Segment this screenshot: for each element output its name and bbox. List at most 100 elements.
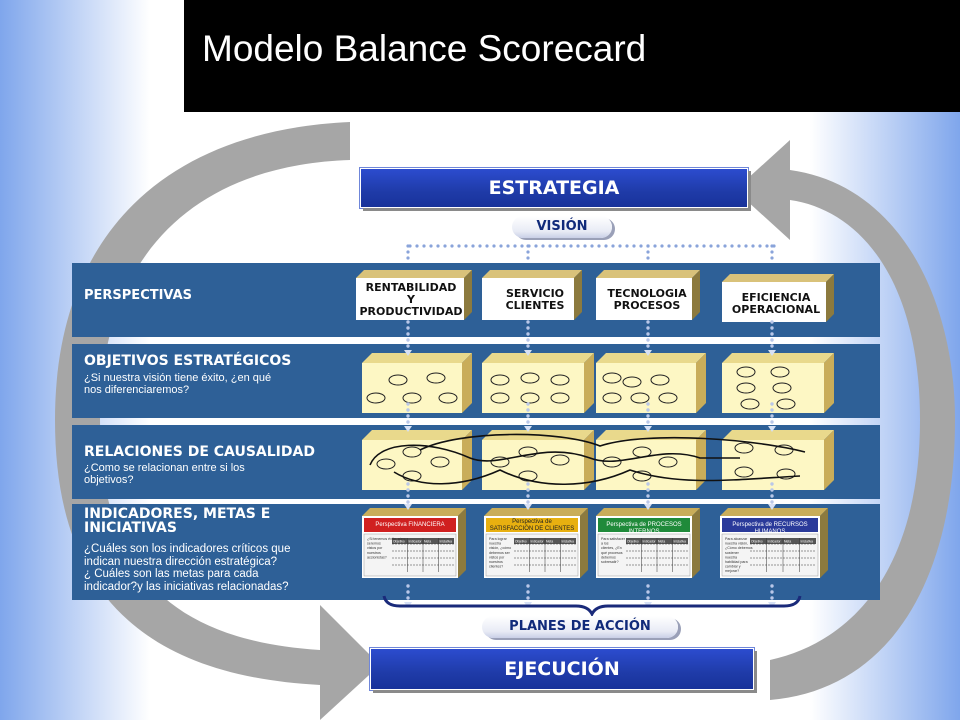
vision-dot [646, 244, 650, 248]
flow-dot [770, 332, 774, 336]
vision-dot [499, 244, 503, 248]
vision-dot [555, 244, 559, 248]
vision-dot [569, 244, 573, 248]
scorecard-col-label: Meta [784, 540, 791, 544]
objective-oval [736, 382, 756, 394]
flow-arrow [404, 482, 412, 510]
relation-box [596, 430, 706, 490]
scorecard-title-line: Perspectiva de RECURSOS HUMANOS [732, 522, 808, 535]
box-side [696, 430, 706, 490]
objective-oval [630, 392, 650, 404]
box-top [722, 353, 834, 363]
vision-dot [646, 256, 650, 260]
flow-dot [646, 402, 650, 406]
scorecard-title-line: Perspectiva de PROCESOS INTERNOS [606, 522, 682, 535]
vision-pill: VISIÓN [512, 216, 612, 238]
vision-dot [639, 244, 643, 248]
scorecard-body-text: ¿Cómo debemos [725, 546, 753, 550]
flow-dot [770, 344, 774, 348]
vision-dot [695, 244, 699, 248]
flow-arrowhead [644, 504, 652, 510]
flow-dot [646, 420, 650, 424]
vision-dot [548, 244, 552, 248]
flow-arrow [644, 482, 652, 510]
flow-dot [646, 414, 650, 418]
flow-dot [406, 338, 410, 342]
flow-dot [770, 338, 774, 342]
indicadores-question-line: ¿ Cuáles son las metas para cada [84, 568, 259, 580]
perspective-line: EFICIENCIA [741, 291, 811, 304]
scorecard-col-label: Meta [658, 540, 665, 544]
perspective-tecnologia: TECNOLOGIA PROCESOS [592, 288, 702, 312]
title-bar: Modelo Balance Scorecard [184, 0, 960, 112]
vision-dot [478, 244, 482, 248]
vision-dot [744, 244, 748, 248]
flow-arrowhead [404, 350, 412, 356]
box-top [596, 270, 700, 278]
box-top [596, 508, 700, 516]
flow-dot [526, 584, 530, 588]
flow-dot [406, 596, 410, 600]
objective-oval [366, 392, 386, 404]
box-face [722, 440, 824, 490]
vision-dot [492, 244, 496, 248]
vision-dot [709, 244, 713, 248]
scorecard-col-label: Iniciativa [674, 540, 687, 544]
causal-link [369, 444, 740, 466]
scorecard-body-text: debemos [601, 555, 616, 559]
indicadores-title-line: INDICADORES, METAS E [84, 506, 271, 522]
flow-dot [646, 494, 650, 498]
flow-arrow [644, 320, 652, 356]
box-face [596, 363, 696, 413]
objective-oval [658, 392, 678, 404]
ejecucion-banner: EJECUCIÓN [370, 648, 754, 690]
scorecard-body-text: nuestra [725, 555, 737, 559]
flow-arrow [404, 584, 412, 608]
objective-oval [402, 392, 422, 404]
vision-dot [464, 244, 468, 248]
objective-box [482, 353, 594, 413]
relation-oval [602, 456, 622, 468]
scorecard-col-label: Meta [546, 540, 553, 544]
flow-arrow [644, 402, 652, 432]
scorecard-col-label: Iniciativa [440, 540, 453, 544]
box-side [692, 508, 700, 578]
vision-dot [737, 244, 741, 248]
flow-dot [526, 338, 530, 342]
flow-dot [646, 596, 650, 600]
scorecard-title-procesos: Perspectiva de PROCESOS INTERNOS [596, 522, 692, 536]
scorecard-body-text: mejorar? [725, 569, 739, 573]
vision-dot [770, 250, 774, 254]
relaciones-title: RELACIONES DE CAUSALIDAD [84, 444, 315, 460]
flow-dot [406, 500, 410, 504]
vision-dot [436, 244, 440, 248]
indicadores-question-line: indicador?y las iniciativas relacionadas… [84, 580, 289, 593]
flow-dot [526, 320, 530, 324]
vision-dot [471, 244, 475, 248]
scorecard-body-text: accionistas? [367, 555, 387, 559]
box-face [356, 278, 464, 320]
perspective-line: CLIENTES [505, 299, 565, 312]
objective-oval [426, 372, 446, 384]
flow-dot [646, 488, 650, 492]
scorecard-body-text: Para satisfacer [601, 537, 626, 541]
scorecard-body-text: nuestros [489, 560, 503, 564]
causal-link [393, 469, 801, 486]
flow-dot [526, 344, 530, 348]
relation-oval [430, 456, 450, 468]
flow-dot [406, 590, 410, 594]
flow-dot [406, 414, 410, 418]
flow-dot [526, 596, 530, 600]
flow-dot [770, 500, 774, 504]
flow-arrow [768, 482, 776, 510]
causal-links [369, 433, 806, 486]
vision-dot [541, 244, 545, 248]
perspective-rentabilidad: RENTABILIDAD Y PRODUCTIVIDAD [352, 282, 470, 318]
flow-dot [646, 584, 650, 588]
objective-oval [650, 374, 670, 386]
page-title: Modelo Balance Scorecard [202, 28, 647, 69]
objective-oval [740, 398, 760, 410]
scorecard-title-clientes: Perspectiva de SATISFACCIÓN DE CLIENTES [484, 519, 580, 533]
